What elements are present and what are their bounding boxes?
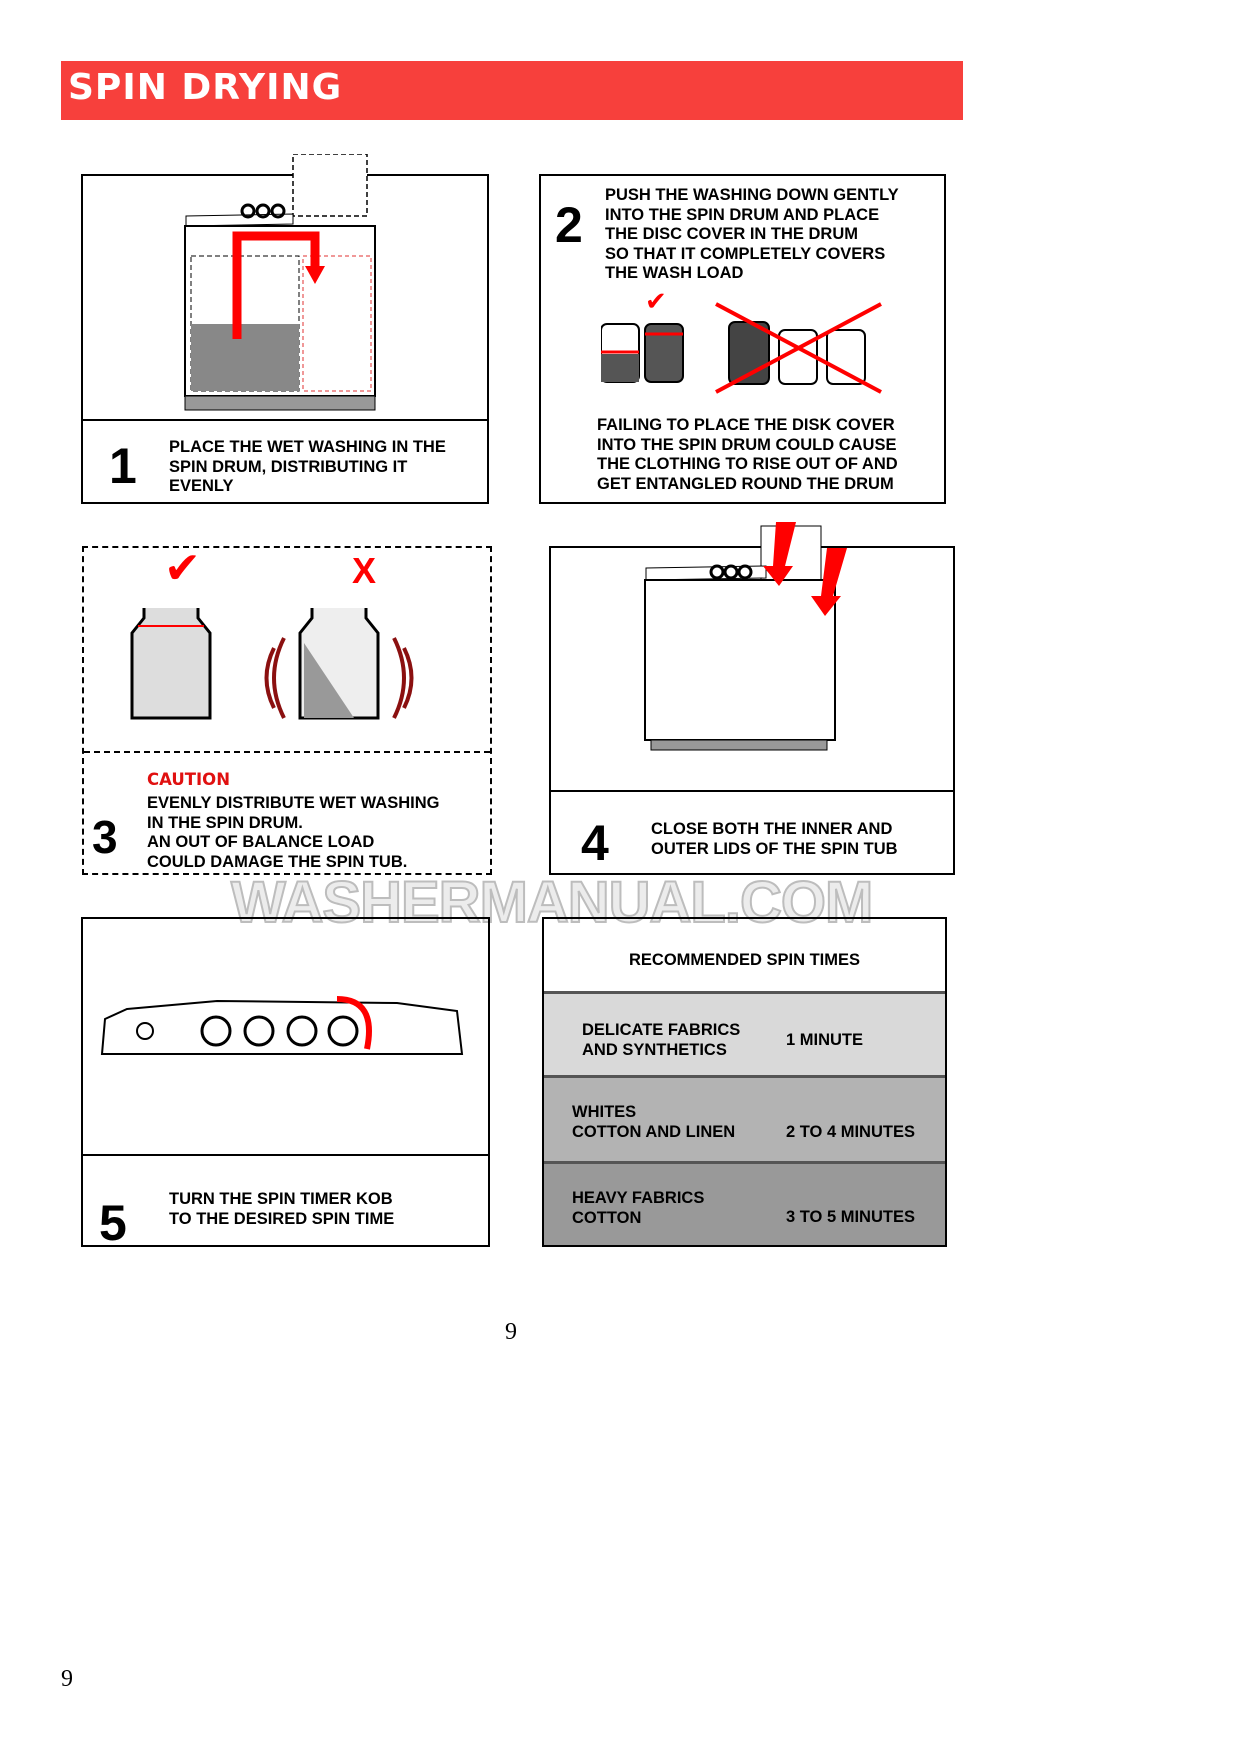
- check-icon: ✔: [164, 544, 201, 593]
- step-3-panel: ✔ X 3 CAUTION EVENLY DISTRIBUTE WET WASH…: [82, 544, 492, 875]
- step-note: FAILING TO PLACE THE DISK COVER INTO THE…: [597, 416, 898, 493]
- spin-time: 2 TO 4 MINUTES: [786, 1123, 915, 1141]
- page-number: 9: [505, 1319, 517, 1345]
- table-row: HEAVY FABRICS COTTON 3 TO 5 MINUTES: [544, 1161, 945, 1245]
- step-number: 3: [92, 811, 118, 863]
- step-number: 2: [555, 197, 583, 253]
- watermark: WASHERMANUAL.COM: [230, 870, 874, 935]
- step-number: 4: [581, 815, 609, 871]
- step-2-panel: 2 PUSH THE WASHING DOWN GENTLY INTO THE …: [539, 174, 946, 504]
- close-lids-illustration: [644, 522, 847, 751]
- step-number: 5: [99, 1195, 127, 1251]
- step-5-panel: 5 TURN THE SPIN TIMER KOB TO THE DESIRED…: [81, 917, 490, 1251]
- control-panel-illustration: [100, 996, 464, 1055]
- step-text: EVENLY DISTRIBUTE WET WASHING IN THE SPI…: [147, 794, 440, 871]
- table-title: RECOMMENDED SPIN TIMES: [628, 951, 861, 969]
- cross-icon: X: [352, 550, 377, 591]
- spin-time: 3 TO 5 MINUTES: [786, 1208, 915, 1226]
- washer-load-illustration: [184, 154, 376, 411]
- section-title: SPIN DRYING: [68, 67, 343, 108]
- spin-times-table: RECOMMENDED SPIN TIMES DELICATE FABRICS …: [542, 917, 947, 1247]
- step-4-panel: 4 CLOSE BOTH THE INNER AND OUTER LIDS OF…: [549, 522, 955, 875]
- check-icon: ✔: [645, 286, 667, 316]
- step-text: PUSH THE WASHING DOWN GENTLY INTO THE SP…: [605, 186, 899, 282]
- step-text: TURN THE SPIN TIMER KOB TO THE DESIRED S…: [169, 1190, 395, 1228]
- spin-time: 1 MINUTE: [786, 1031, 864, 1049]
- rotate-arrow-icon: [336, 996, 372, 1050]
- table-row: DELICATE FABRICS AND SYNTHETICS 1 MINUTE: [544, 991, 945, 1075]
- fabric-type: DELICATE FABRICS AND SYNTHETICS: [582, 1021, 741, 1059]
- step-number: 1: [109, 438, 137, 494]
- step-1-panel: 1 PLACE THE WET WASHING IN THE SPIN DRUM…: [81, 154, 489, 504]
- table-row: WHITES COTTON AND LINEN 2 TO 4 MINUTES: [544, 1075, 945, 1161]
- disc-cover-illustration: [601, 302, 882, 394]
- step-text: CLOSE BOTH THE INNER AND OUTER LIDS OF T…: [651, 820, 898, 858]
- page-number-corner: 9: [61, 1666, 73, 1692]
- step-text: PLACE THE WET WASHING IN THE SPIN DRUM, …: [169, 438, 446, 495]
- fabric-type: WHITES COTTON AND LINEN: [572, 1103, 736, 1141]
- section-header: SPIN DRYING: [61, 61, 963, 120]
- fabric-type: HEAVY FABRICS COTTON: [572, 1189, 705, 1227]
- caution-label: CAUTION: [147, 770, 230, 789]
- balance-illustration: [130, 608, 414, 720]
